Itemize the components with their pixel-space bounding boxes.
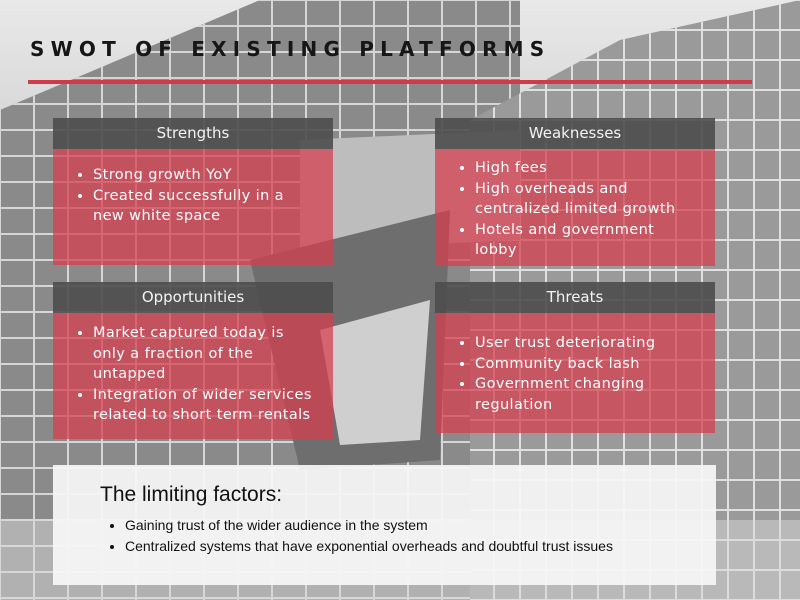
- threats-heading: Threats: [435, 282, 715, 313]
- weaknesses-item: High fees: [475, 158, 701, 179]
- strengths-item: Created successfully in a new white spac…: [93, 186, 319, 227]
- threats-item: Community back lash: [475, 354, 701, 375]
- strengths-card: Strengths Strong growth YoY Created succ…: [53, 118, 333, 265]
- weaknesses-heading: Weaknesses: [435, 118, 715, 149]
- limiting-factors-item: Gaining trust of the wider audience in t…: [125, 515, 613, 536]
- opportunities-card: Opportunities Market captured today is o…: [53, 282, 333, 439]
- threats-item: User trust deteriorating: [475, 333, 701, 354]
- opportunities-item: Integration of wider services related to…: [93, 385, 319, 426]
- opportunities-list: Market captured today is only a fraction…: [53, 313, 333, 426]
- weaknesses-item: Hotels and government lobby: [475, 220, 701, 261]
- limiting-factors-box: The limiting factors: Gaining trust of t…: [53, 465, 716, 585]
- threats-list: User trust deteriorating Community back …: [435, 313, 715, 415]
- threats-card: Threats User trust deteriorating Communi…: [435, 282, 715, 433]
- opportunities-item: Market captured today is only a fraction…: [93, 323, 319, 385]
- limiting-factors-heading: The limiting factors:: [100, 483, 283, 506]
- page-title: SWOT OF EXISTING PLATFORMS: [30, 37, 551, 61]
- opportunities-body: Market captured today is only a fraction…: [53, 313, 333, 439]
- threats-item: Government changing regulation: [475, 374, 701, 415]
- strengths-body: Strong growth YoY Created successfully i…: [53, 149, 333, 265]
- weaknesses-item: High overheads and centralized limited g…: [475, 179, 701, 220]
- threats-body: User trust deteriorating Community back …: [435, 313, 715, 433]
- limiting-factors-list: Gaining trust of the wider audience in t…: [53, 515, 613, 557]
- strengths-list: Strong growth YoY Created successfully i…: [53, 149, 333, 227]
- title-underline: [28, 80, 752, 84]
- opportunities-heading: Opportunities: [53, 282, 333, 313]
- weaknesses-list: High fees High overheads and centralized…: [435, 149, 715, 261]
- weaknesses-card: Weaknesses High fees High overheads and …: [435, 118, 715, 266]
- strengths-item: Strong growth YoY: [93, 165, 319, 186]
- weaknesses-body: High fees High overheads and centralized…: [435, 149, 715, 266]
- strengths-heading: Strengths: [53, 118, 333, 149]
- limiting-factors-item: Centralized systems that have exponentia…: [125, 536, 613, 557]
